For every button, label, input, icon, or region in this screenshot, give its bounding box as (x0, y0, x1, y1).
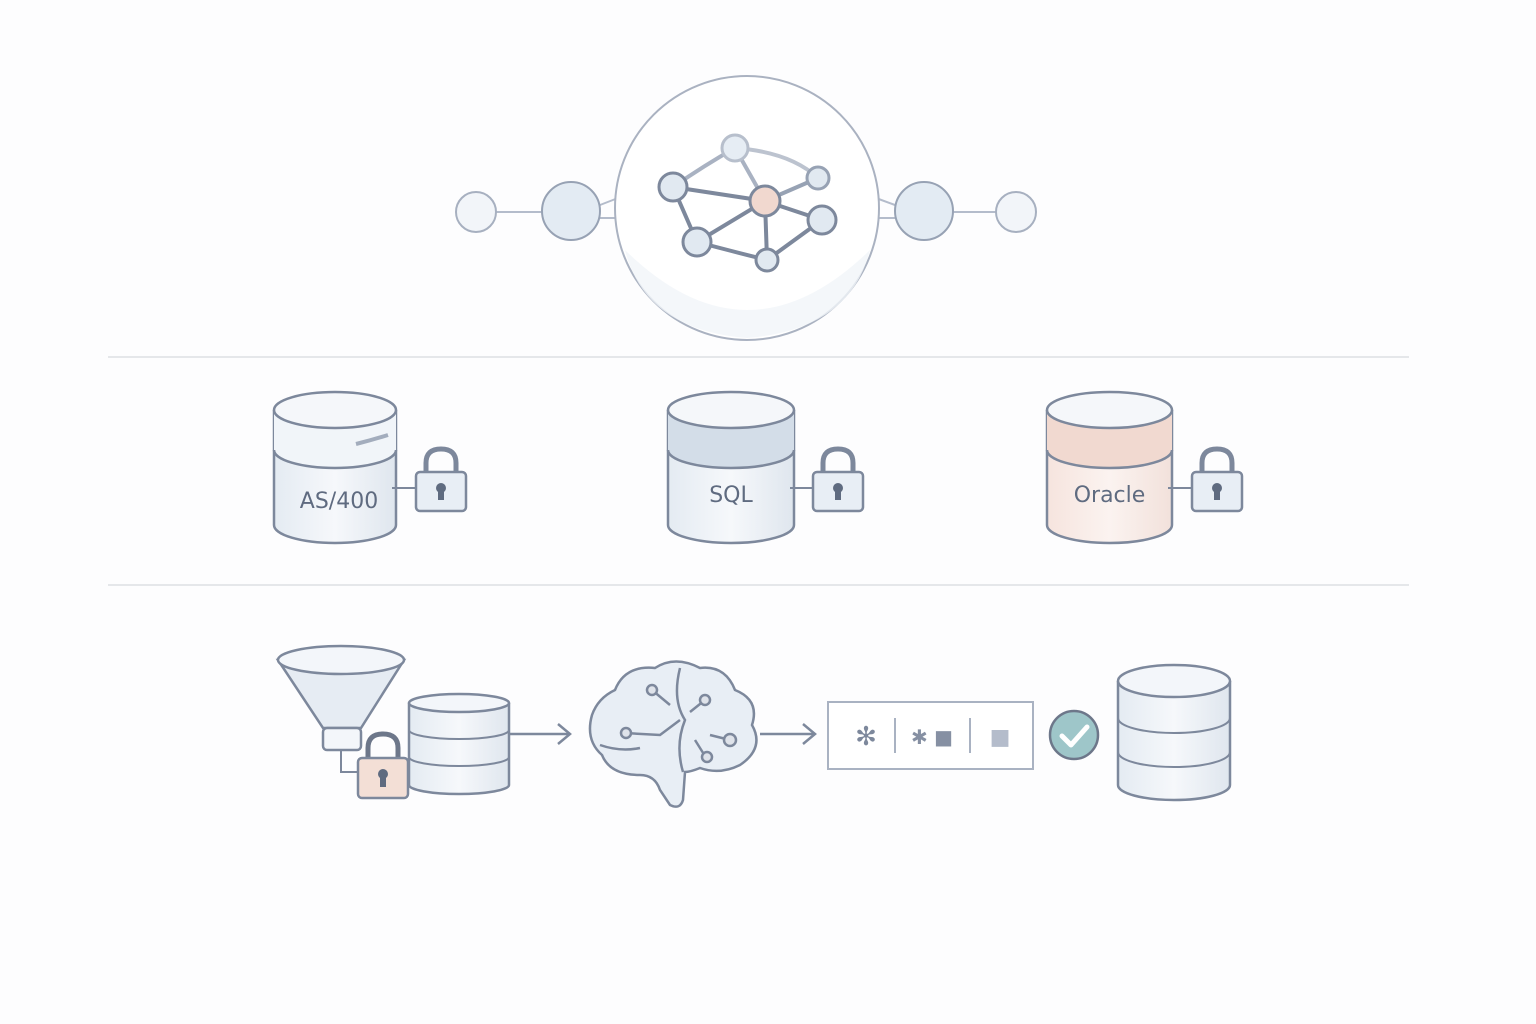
side-node-far-left (455, 191, 497, 233)
side-node-left (541, 181, 601, 241)
database-label: SQL (709, 483, 753, 508)
lock-icon (1190, 446, 1244, 513)
source-database-icon (407, 692, 511, 796)
check-icon (1048, 709, 1100, 761)
masked-token-3: ■ (990, 725, 1011, 750)
database-label: AS/400 (300, 489, 378, 514)
masked-record: ✻ ✱ ■ ■ (827, 701, 1034, 770)
network-hub (455, 75, 1037, 341)
database-label: Oracle (1074, 483, 1146, 508)
target-database-icon (1116, 663, 1232, 802)
database-oracle: Oracle (1045, 390, 1244, 545)
arrow-icon (760, 723, 817, 745)
brain-ai-icon (588, 660, 758, 808)
lock-icon (811, 446, 865, 513)
lock-icon (356, 731, 410, 800)
database-as400: AS/400 (272, 390, 468, 545)
masked-token-2: ✱ ■ (911, 725, 953, 749)
arrow-icon (510, 723, 572, 745)
hub-circle (614, 75, 880, 341)
network-graph-icon (657, 133, 838, 273)
side-node-right (894, 181, 954, 241)
masked-token-1: ✻ (855, 722, 877, 752)
database-sql: SQL (666, 390, 865, 545)
funnel-icon (275, 644, 407, 773)
lock-icon (414, 446, 468, 513)
side-node-far-right (995, 191, 1037, 233)
